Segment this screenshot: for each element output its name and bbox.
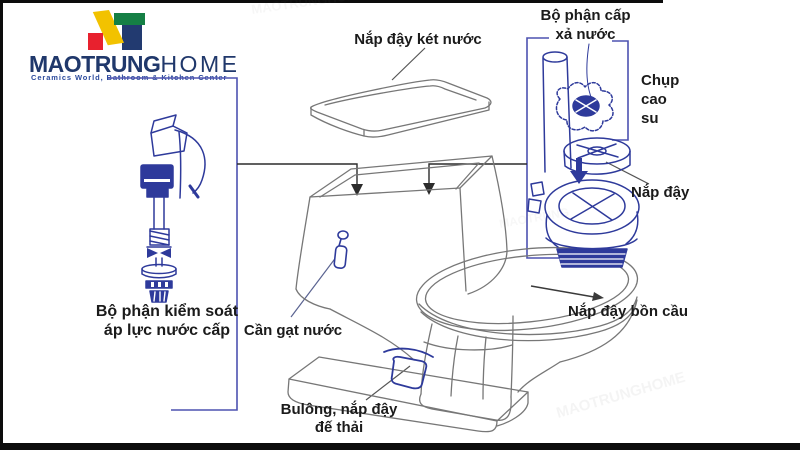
tank-lid-drawing <box>310 79 492 138</box>
watermark: MAOTRUNGHOME MAOTRUNG MAOTRUNGHOME <box>250 0 687 422</box>
toilet-drawing <box>287 155 639 433</box>
bolt-cover-pointer-line <box>365 365 411 401</box>
valve-cover-pointer-line <box>605 161 650 185</box>
svg-text:MAOTRUNGHOME: MAOTRUNGHOME <box>554 369 687 422</box>
border-left <box>0 0 3 450</box>
seat-cover-arrow <box>530 285 604 301</box>
rubber-cap-bracket-line <box>612 40 629 141</box>
mt-monogram-icon <box>88 10 148 50</box>
mt-icon-navy-bar <box>122 25 142 50</box>
fill-valve-connector-arrow <box>237 163 363 196</box>
fill-valve-drawing <box>140 114 206 303</box>
label-fill-valve-line2: áp lực nước cấp <box>103 322 231 339</box>
label-flush-lever: Cần gạt nước <box>243 322 343 339</box>
border-bottom <box>0 443 800 450</box>
label-bolt-cover-line1: Bulông, nắp đậy <box>280 401 398 418</box>
mt-icon-red-square <box>88 33 103 50</box>
label-flush-assembly-line1: Bộ phận cấp <box>540 7 631 24</box>
brand-name-bold: MAOTRUNG <box>29 51 161 77</box>
fill-valve-bracket-line <box>108 77 238 411</box>
label-rubber-cap-line2: cao <box>641 91 667 108</box>
label-flush-assembly-line2: xả nước <box>555 26 616 43</box>
border-top <box>0 0 663 3</box>
flush-lever-pointer-line <box>290 251 341 318</box>
flush-assembly-bracket-line <box>526 37 580 259</box>
brand-name: MAOTRUNGHOME <box>29 52 239 76</box>
mt-icon-green-bar <box>114 13 145 25</box>
brand-name-light: HOME <box>160 51 240 77</box>
label-seat-cover: Nắp đậy bồn cầu <box>568 303 689 320</box>
label-bolt-cover-line2: đế thải <box>314 419 364 436</box>
label-valve-cover: Nắp đậy <box>631 184 690 201</box>
label-fill-valve-line1: Bộ phận kiểm soát <box>95 303 239 320</box>
label-rubber-cap-line1: Chụp <box>641 72 680 89</box>
bolt-cover-drawing <box>383 347 434 390</box>
tank-lid-pointer-line <box>391 47 426 81</box>
flush-valve-drawing <box>527 43 640 268</box>
label-tank-lid: Nắp đậy két nước <box>354 31 482 48</box>
label-rubber-cap-line3: su <box>641 110 659 127</box>
brand-tagline: Ceramics World, Bathroom & Kitchen Cente… <box>31 73 228 82</box>
svg-text:MAOTRUNG: MAOTRUNG <box>498 205 570 231</box>
flush-lever-drawing <box>333 230 349 269</box>
flush-valve-connector-arrow <box>423 163 527 195</box>
